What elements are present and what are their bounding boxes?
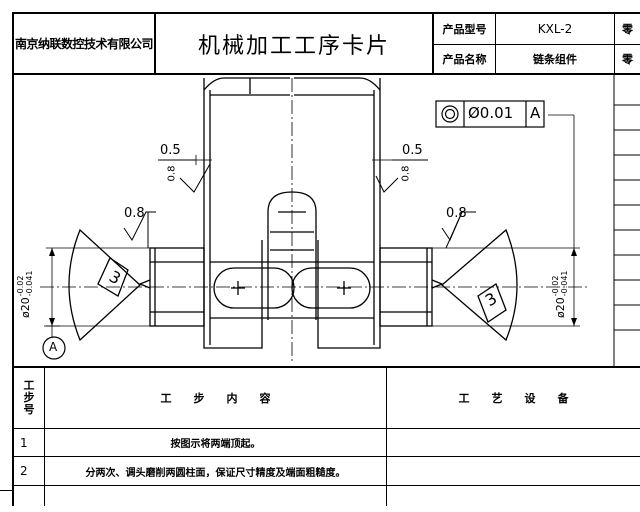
steps-row-div-3 <box>12 485 640 486</box>
shaft-right <box>379 247 444 327</box>
drawing-bottom <box>12 366 640 368</box>
col-step-no: 工 步 号 <box>23 379 35 416</box>
steps-row-div-1 <box>12 428 640 429</box>
step-row-1-no: 1 <box>20 435 28 450</box>
product-name-value: 链条组件 <box>533 53 577 66</box>
bottom-stub <box>0 490 14 491</box>
center-cone-left <box>68 228 141 342</box>
roughness-top-right: 0.5 <box>402 143 423 158</box>
datum-symbol <box>42 336 66 360</box>
step-row-1-content: 按图示将两端顶起。 <box>170 439 261 450</box>
roughness-marks <box>123 159 476 249</box>
slot-holes <box>213 267 371 309</box>
steps-row-div-2 <box>12 456 640 457</box>
header-mid <box>432 44 640 45</box>
tolerance-frame <box>435 100 545 128</box>
dim-right-upper: -0.02 <box>551 275 560 297</box>
part-label-cut-1: 零 <box>622 23 633 36</box>
header-bottom <box>12 73 640 75</box>
dimension-arrows <box>49 248 577 326</box>
tolerance-symbol: ◎ <box>444 104 455 119</box>
datum-label: A <box>49 340 58 354</box>
link-plate-right <box>294 77 381 349</box>
dim-left-lower: -0.041 <box>25 270 34 297</box>
tolerance-value: Ø0.01 <box>468 104 514 122</box>
product-model-label: 产品型号 <box>442 23 487 36</box>
product-model-value: KXL-2 <box>537 22 573 36</box>
frame-left <box>12 12 14 506</box>
dimension-lines <box>44 114 580 338</box>
dim-right-diameter: ø20 <box>553 297 567 318</box>
steps-col-div-2 <box>386 367 387 506</box>
col-equipment: 工 艺 设 备 <box>458 392 569 405</box>
step-row-2-no: 2 <box>20 464 28 478</box>
shaft-left <box>138 247 205 327</box>
frame-top <box>12 12 640 14</box>
technical-drawing <box>40 75 640 366</box>
dim-left-diameter: ø20 <box>18 297 32 318</box>
roughness-top-right-v: 0.8 <box>400 165 412 182</box>
roughness-mid-left: 0.8 <box>124 206 145 221</box>
dim-right-lower: -0.041 <box>560 270 569 297</box>
product-name-label: 产品名称 <box>442 53 487 66</box>
roughness-top-left-v: 0.8 <box>166 165 178 182</box>
tolerance-datum: A <box>530 104 541 122</box>
header-div-1 <box>154 12 156 74</box>
dim-left-group: ø20 -0.02 -0.041 <box>16 270 34 318</box>
card-title: 机械加工工序卡片 <box>197 33 390 59</box>
company-name: 南京纳联数控技术有限公司 <box>14 37 154 51</box>
header-div-4 <box>614 12 615 74</box>
dim-right-group: ø20 -0.02 -0.041 <box>551 270 569 318</box>
roughness-mid-right: 0.8 <box>446 206 467 221</box>
side-table-stub <box>613 75 640 366</box>
link-plate-left <box>203 77 290 349</box>
header-div-2 <box>432 12 434 74</box>
part-label-cut-2: 零 <box>622 53 633 66</box>
roughness-top-left: 0.5 <box>160 143 181 158</box>
col-step-content: 工 步 内 容 <box>160 392 271 405</box>
header-div-3 <box>495 12 496 74</box>
center-lines <box>40 78 590 362</box>
step-row-2-content: 分两次、调头磨削两圆柱面，保证尺寸精度及端面粗糙度。 <box>85 467 346 479</box>
center-pin <box>210 191 374 320</box>
dim-left-upper: -0.02 <box>16 275 25 297</box>
center-cone-right <box>441 228 518 342</box>
steps-col-div-1 <box>44 367 45 506</box>
